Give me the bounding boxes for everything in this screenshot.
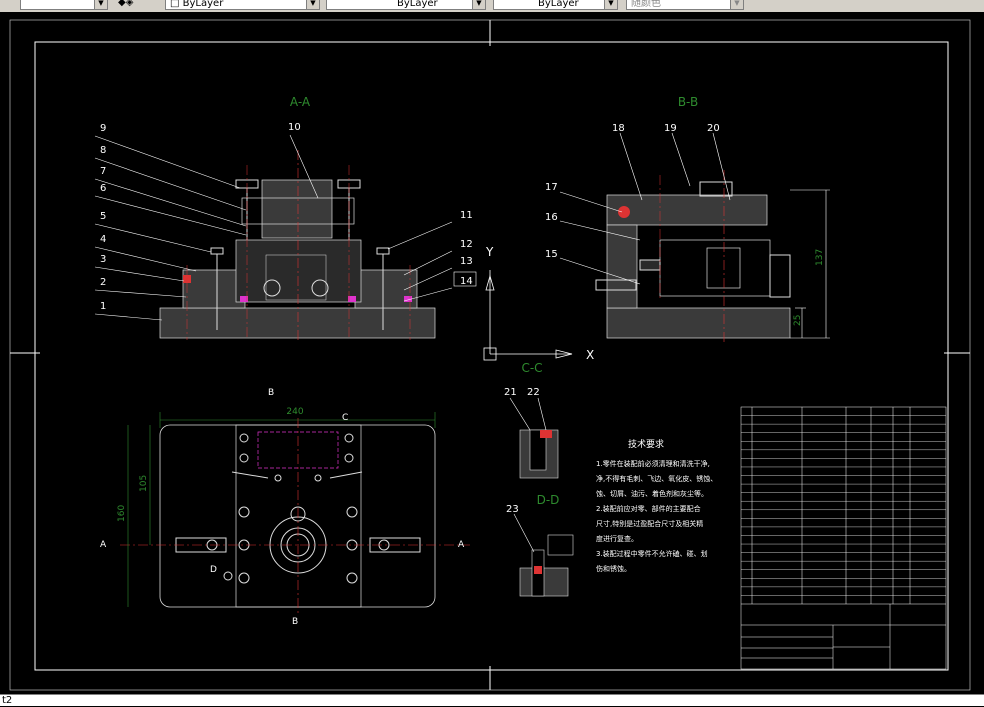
section-dd-title: D-D: [537, 493, 560, 507]
parts-list-table: [740, 406, 947, 670]
ucs-y-label: Y: [485, 245, 494, 259]
callout-15: 15: [545, 249, 558, 260]
section-mark-b-bottom: B: [292, 617, 298, 627]
color-value: 随颜色: [631, 0, 661, 9]
note-line: 伤和锈蚀。: [596, 564, 631, 573]
callout-23: 23: [506, 504, 519, 515]
section-cc-detail: [509, 397, 559, 479]
callout-10: 10: [288, 122, 301, 133]
callout-9: 9: [100, 123, 106, 134]
note-line: 尺寸,特别是过盈配合尺寸及相关精: [596, 519, 703, 528]
callout-8: 8: [100, 145, 106, 156]
parts-list-rows: [741, 415, 946, 596]
plan-view: [120, 412, 470, 615]
drawing-canvas[interactable]: A-A B-B C-C D-D: [0, 12, 984, 694]
dropdown-arrow-icon[interactable]: ▼: [306, 0, 319, 9]
dropdown-arrow-icon[interactable]: ▼: [604, 0, 617, 9]
callout-14-box: [453, 271, 477, 287]
callout-7: 7: [100, 166, 106, 177]
dim-240: 240: [286, 407, 303, 417]
dim-25: 25: [793, 315, 803, 326]
notes-title: 技术要求: [628, 438, 664, 450]
callout-2: 2: [100, 277, 106, 288]
section-mark-d: D: [210, 565, 217, 575]
dim-137: 137: [815, 249, 825, 266]
cad-drawing[interactable]: A-A B-B C-C D-D: [0, 12, 984, 694]
linetype-value: ByLayer: [182, 0, 224, 9]
command-line-text: t2: [2, 695, 13, 706]
callout-16: 16: [545, 212, 558, 223]
sheet-border: [9, 19, 971, 691]
dim-160: 160: [117, 505, 127, 522]
section-dd-detail: [513, 513, 574, 597]
outer-frame: [34, 41, 949, 671]
callout-14: 14: [460, 276, 473, 287]
callout-20: 20: [707, 123, 720, 134]
lineweight-combo[interactable]: ByLayer ▼: [326, 0, 486, 10]
bb-leaders: [559, 132, 830, 339]
color-combo[interactable]: 随颜色 ▼: [626, 0, 744, 10]
linetype-swatch-icon: □: [170, 0, 183, 9]
layer-combo[interactable]: ▼: [20, 0, 108, 10]
section-cc-title: C-C: [521, 361, 542, 375]
callout-12: 12: [460, 239, 473, 250]
note-line: 1.零件在装配前必须清理和清洗干净,: [596, 459, 710, 468]
command-line[interactable]: t2: [0, 694, 984, 706]
callout-19: 19: [664, 123, 677, 134]
note-line: 3.装配过程中零件不允许磕、碰、划: [596, 549, 708, 558]
lineweight-value: ByLayer: [397, 0, 438, 9]
section-aa-view: [159, 150, 436, 340]
aa-left-leaders: [94, 134, 453, 321]
callout-5: 5: [100, 211, 106, 222]
section-aa-title: A-A: [290, 95, 311, 109]
linetype-combo[interactable]: □ ByLayer ▼: [165, 0, 320, 10]
section-mark-c: C: [342, 413, 348, 423]
note-line: 蚀、切屑、油污、着色剂和灰尘等。: [596, 489, 708, 498]
notes-body: 1.零件在装配前必须清理和清洗干净, 净,不得有毛刺、飞边、氧化皮、锈蚀、 蚀、…: [596, 459, 717, 573]
section-mark-a-left: A: [100, 540, 107, 550]
section-mark-b-top: B: [268, 388, 274, 398]
callout-21: 21: [504, 387, 517, 398]
layer-tools[interactable]: ◆◈: [114, 0, 156, 10]
dim-105: 105: [139, 475, 149, 492]
callout-13: 13: [460, 256, 473, 267]
layer-icon[interactable]: ◆◈: [118, 0, 134, 8]
callout-17: 17: [545, 182, 558, 193]
callout-3: 3: [100, 254, 106, 265]
callout-18: 18: [612, 123, 625, 134]
callout-1: 1: [100, 301, 106, 312]
plotstyle-value: ByLayer: [538, 0, 579, 9]
properties-toolbar: ▼ ◆◈ □ ByLayer ▼ ByLayer ▼ ByLayer ▼ 随颜色…: [0, 0, 984, 13]
dropdown-arrow-icon[interactable]: ▼: [730, 0, 743, 9]
section-bb-title: B-B: [678, 95, 698, 109]
note-line: 2.装配前应对零、部件的主要配合: [596, 504, 701, 513]
ucs-x-label: X: [586, 348, 594, 362]
ucs-icon: [483, 270, 573, 361]
dropdown-arrow-icon[interactable]: ▼: [94, 0, 107, 9]
section-mark-a-right: A: [458, 540, 465, 550]
note-line: 度进行复查。: [596, 534, 638, 543]
plotstyle-combo[interactable]: ByLayer ▼: [493, 0, 618, 10]
callout-22: 22: [527, 387, 540, 398]
dropdown-arrow-icon[interactable]: ▼: [472, 0, 485, 9]
callout-4: 4: [100, 234, 106, 245]
note-line: 净,不得有毛刺、飞边、氧化皮、锈蚀、: [596, 474, 717, 483]
callout-6: 6: [100, 183, 106, 194]
section-bb-view: [595, 170, 791, 345]
callout-11: 11: [460, 210, 473, 221]
